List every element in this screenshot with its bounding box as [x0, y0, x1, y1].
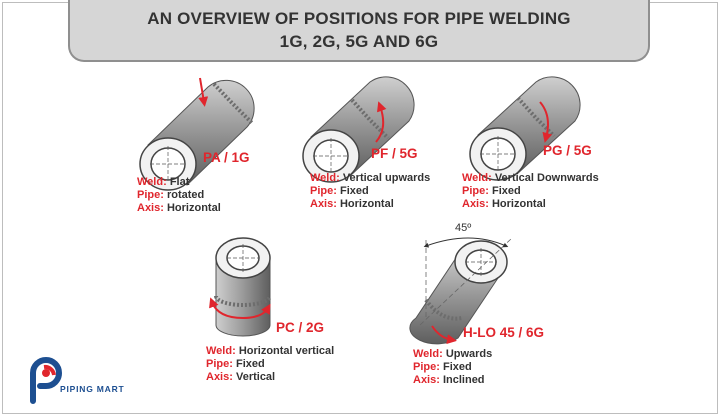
pipe-pa-1g	[139, 77, 255, 191]
position-description: Weld: Horizontal vertical Pipe: Fixed Ax…	[206, 345, 335, 383]
title-line-2: 1G, 2G, 5G AND 6G	[279, 32, 439, 51]
weld-direction-arrow-icon	[431, 325, 457, 345]
pipe-pc-2g	[209, 237, 272, 337]
pipe-pf-5g	[302, 76, 415, 183]
weld-seam	[516, 96, 556, 138]
weld-direction-arrow-icon	[539, 101, 553, 143]
position-code: PG / 5G	[543, 143, 592, 158]
weld-direction-arrow-icon	[375, 101, 387, 143]
brand-name: PIPING MART	[60, 384, 125, 394]
rotation-arrow-icon	[209, 297, 271, 320]
title-line-1: AN OVERVIEW OF POSITIONS FOR PIPE WELDIN…	[147, 9, 571, 28]
position-code: PF / 5G	[371, 146, 418, 161]
angle-arc	[423, 237, 509, 248]
weld-seam	[212, 82, 255, 126]
pipe-hlo45-6g	[409, 237, 513, 345]
position-description: Weld: Vertical Downwards Pipe: Fixed Axi…	[462, 172, 599, 210]
weld-seam	[350, 98, 390, 140]
position-description: Weld: Upwards Pipe: Fixed Axis: Inclined	[413, 348, 493, 386]
position-code: PA / 1G	[203, 150, 250, 165]
position-description: Weld: Vertical upwards Pipe: Fixed Axis:…	[310, 172, 431, 210]
title-banner: AN OVERVIEW OF POSITIONS FOR PIPE WELDIN…	[68, 0, 650, 62]
weld-seam	[424, 298, 463, 321]
pipe-pg-5g	[469, 76, 581, 181]
position-code: PC / 2G	[276, 320, 325, 335]
position-description: Weld: Flat Pipe: rotated Axis: Horizonta…	[137, 176, 221, 214]
weld-direction-arrow-icon	[198, 77, 209, 107]
logo-icon	[30, 357, 62, 404]
position-code: H-LO 45 / 6G	[463, 325, 545, 340]
angle-label: 45º	[455, 222, 472, 234]
